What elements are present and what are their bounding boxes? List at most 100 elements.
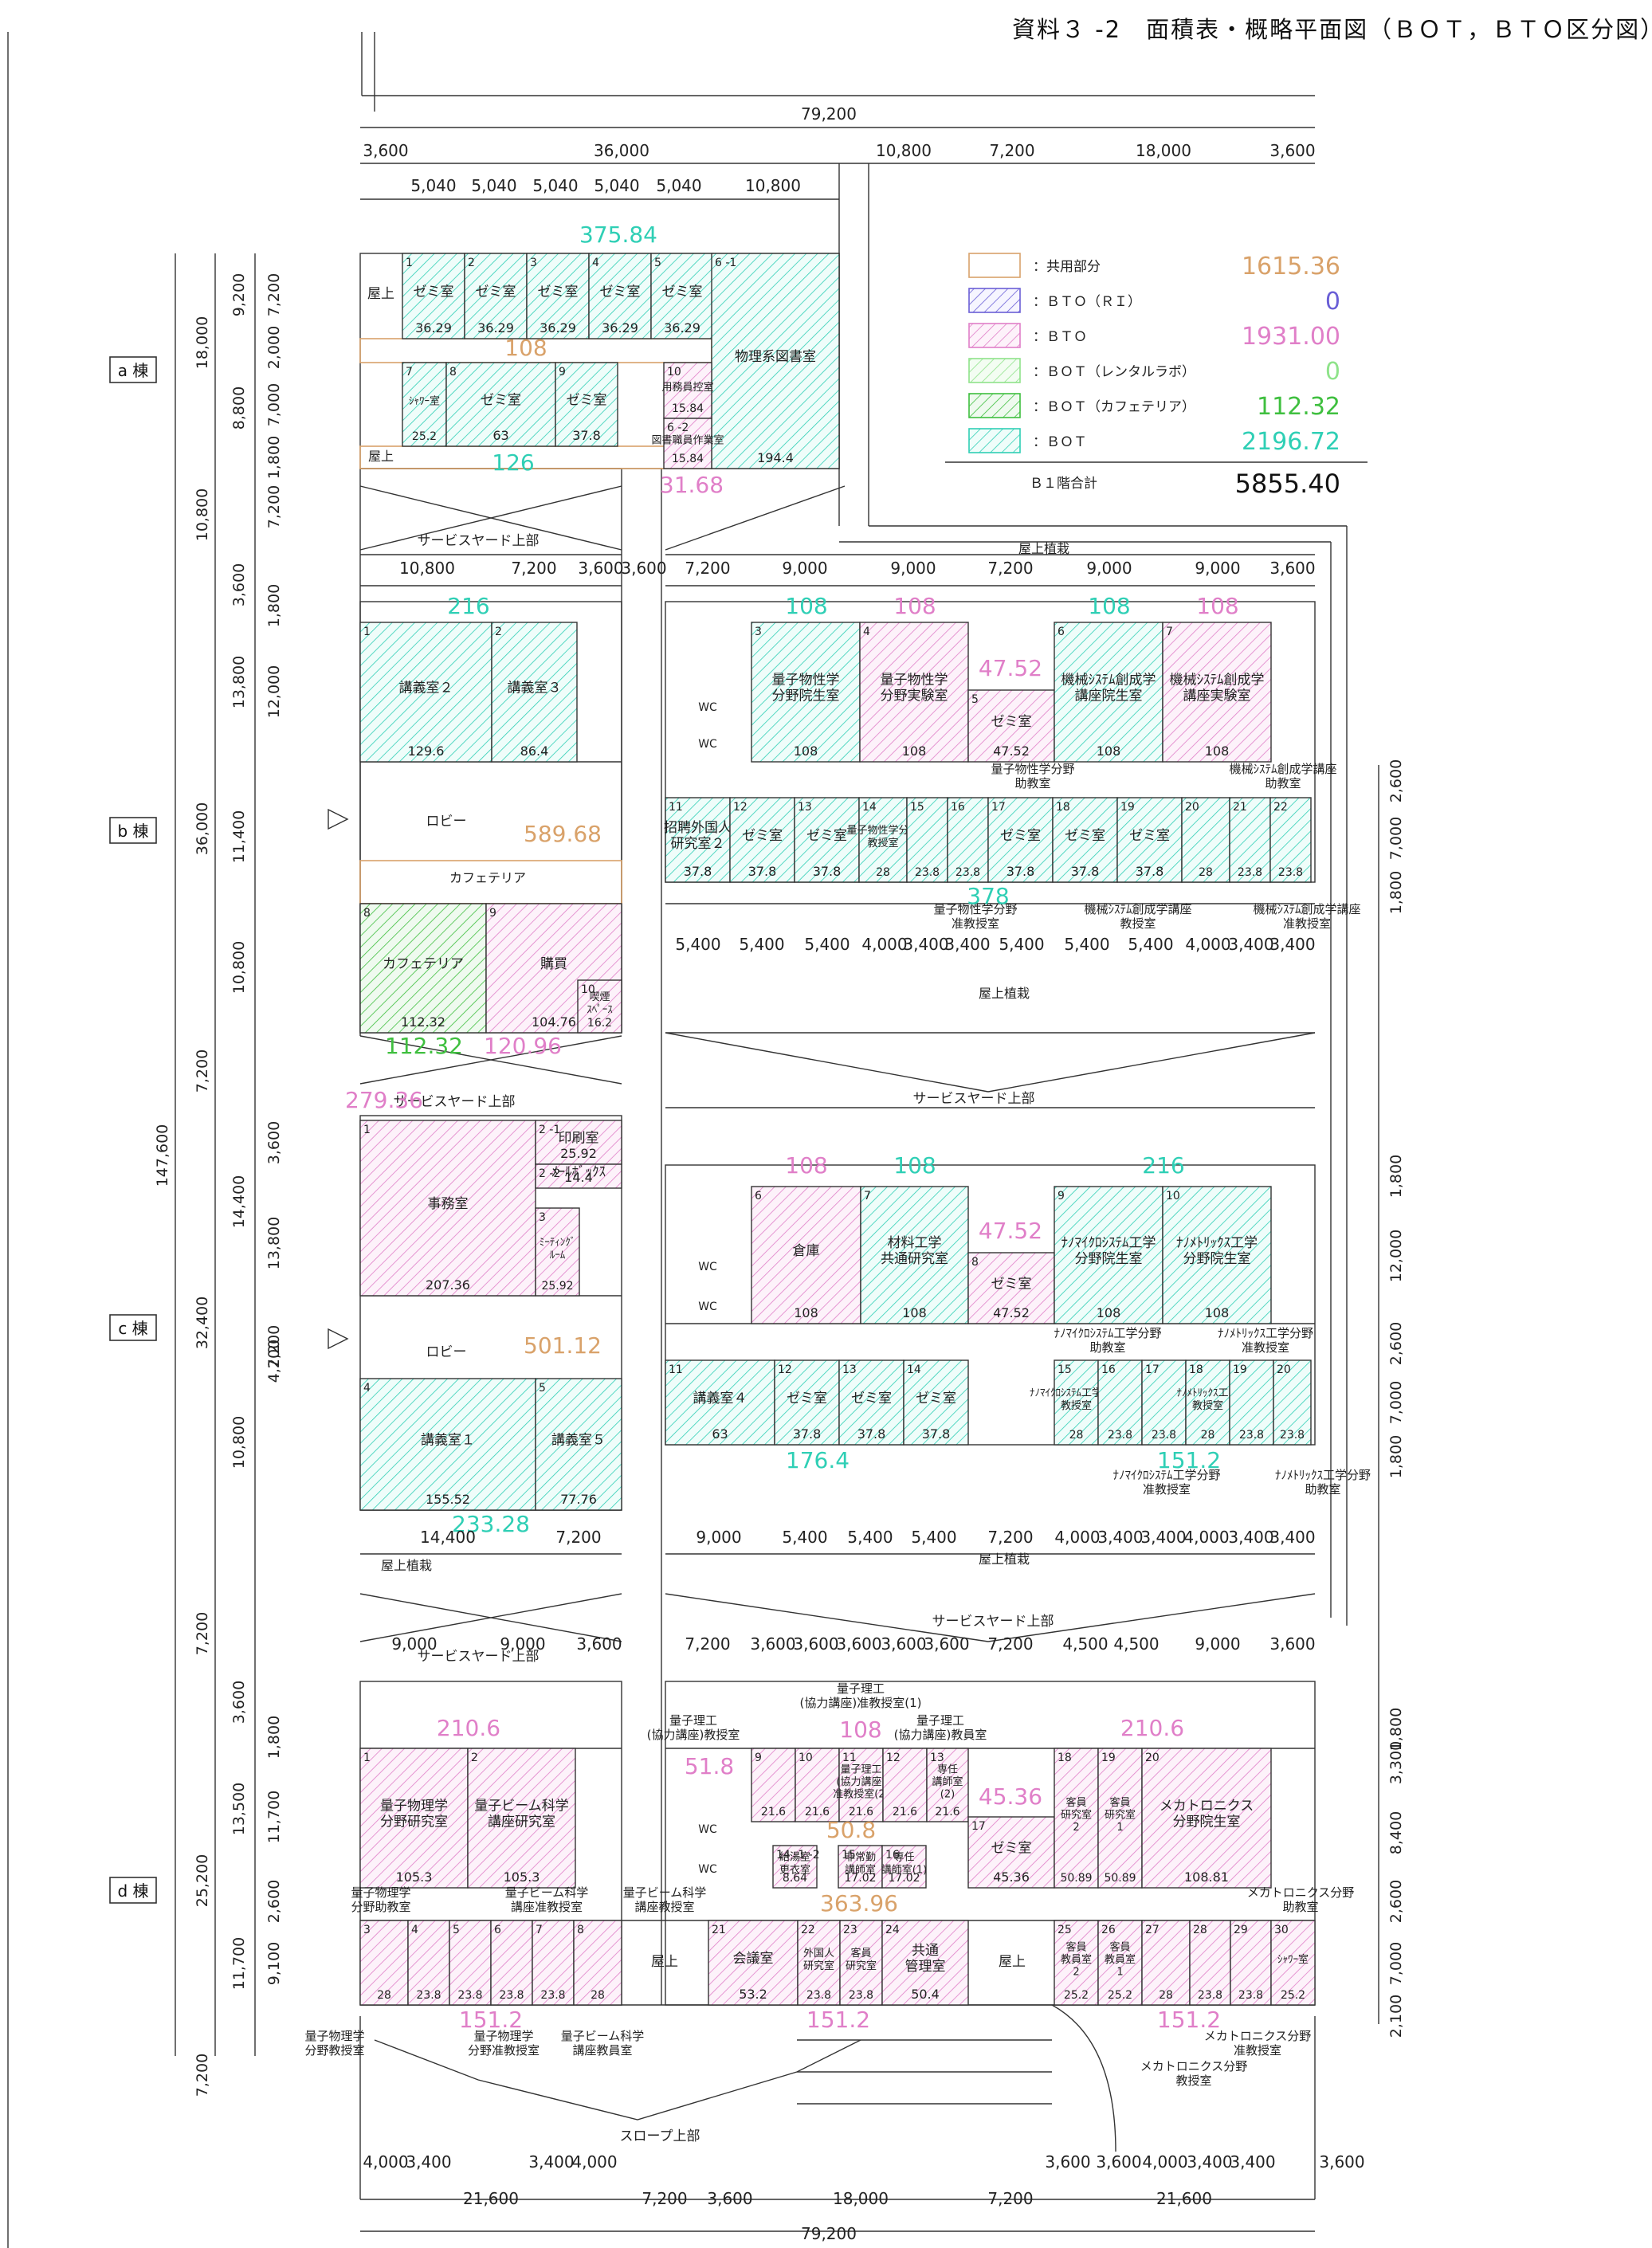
room-area-value: 36.29 (602, 320, 638, 335)
dimension-label: 2,600 (1387, 1322, 1405, 1365)
room-name: ゼミ室 (538, 284, 579, 300)
room: 623.8 (490, 1920, 533, 2006)
room-area-value: 36.29 (540, 320, 576, 335)
plan-label: サービスヤード上部 (913, 1091, 1035, 1107)
area-total: 176.4 (786, 1447, 850, 1473)
dimension-label: 8,800 (230, 386, 248, 430)
room-area (402, 362, 447, 447)
room-number: 12 (733, 801, 748, 814)
dimension-label: 5,400 (739, 935, 784, 954)
plan-label: ロビー (426, 1344, 467, 1360)
room-area (407, 1920, 450, 2006)
dimension-label: 9,000 (890, 559, 936, 578)
plan-label: ﾅﾉﾒﾄﾘｯｸｽ工学分野助教室 (1275, 1468, 1371, 1497)
room-area (838, 1359, 904, 1446)
dimension-label: 10,800 (876, 141, 932, 160)
area-total: 378 (967, 883, 1009, 909)
legend-label: ：ＢＯＴ（カフェテリア） (1033, 399, 1195, 415)
dimension-label: 3,400 (1230, 2152, 1275, 2171)
plan-label: サービスヤード上部 (394, 1094, 516, 1110)
room-area-value: 36.29 (415, 320, 452, 335)
room-area (359, 1378, 536, 1511)
room-name: 量子物性学分野教授室 (846, 824, 919, 849)
dimension-label: 21,600 (463, 2189, 519, 2208)
wing-tag (109, 1314, 157, 1341)
room-name: ゼミ室 (600, 284, 641, 300)
room-area-value: 28 (1159, 1989, 1173, 2002)
room-number: 18 (1189, 1363, 1203, 1376)
room-name: 印刷室 (559, 1131, 599, 1147)
room-name: ゼミ室 (1065, 828, 1105, 844)
room-area-value: 28 (1069, 1429, 1084, 1442)
dimension-label: 32,400 (194, 1297, 211, 1349)
plan-label: 機械ｼｽﾃﾑ創成学講座助教室 (1229, 762, 1336, 791)
plan-label: 屋上植栽 (1018, 541, 1069, 556)
dimension-label: 5,040 (471, 176, 516, 195)
room-area-value: 23.8 (499, 1989, 524, 2002)
area-total: 108 (839, 1716, 881, 1743)
room-name: ゼミ室 (991, 1277, 1032, 1293)
area-total: 216 (447, 593, 489, 619)
dimension-label: 3,600 (363, 141, 408, 160)
room-area (1229, 797, 1271, 883)
room-area (445, 362, 556, 447)
room-area-value: 77.76 (560, 1492, 597, 1507)
plan-label: 量子ビーム科学講座教授室 (623, 1885, 707, 1914)
dimension-label: 3,600 (881, 1634, 926, 1654)
room-area-value: 63 (712, 1426, 728, 1442)
dimension-label: 79,200 (801, 2224, 857, 2243)
room-area-value: 8.64 (783, 1872, 807, 1885)
area-total: 120.96 (484, 1033, 562, 1059)
room-area-value: 108 (794, 743, 818, 759)
room-name: 講義室１ (421, 1433, 475, 1449)
room-number: 29 (1234, 1924, 1248, 1936)
dimension-label: 3,600 (576, 1634, 622, 1654)
room-name: 量子物性学分野院生室 (772, 672, 840, 704)
room-area-value: 37.8 (748, 864, 777, 879)
dimension-label: 5,400 (911, 1528, 956, 1547)
dimension-label: 10,800 (745, 176, 801, 195)
plan-label: 屋上植栽 (381, 1558, 432, 1573)
room-area (1189, 1920, 1231, 2006)
room-number: 5 (453, 1924, 460, 1936)
area-total: 210.6 (437, 1715, 500, 1741)
wing-tag (109, 1877, 157, 1904)
room-number: 10 (581, 983, 595, 996)
room-name: 招聘外国人研究室２ (664, 820, 732, 852)
room-area-value: 37.8 (1136, 864, 1164, 879)
room-name: 共通管理室 (905, 1943, 946, 1975)
room-area-value: 23.8 (1239, 1429, 1264, 1442)
room-area (1269, 797, 1312, 883)
room-number: 2 (495, 626, 502, 638)
dimension-label: 7,200 (685, 559, 730, 578)
room-number: 28 (1193, 1924, 1207, 1936)
dimension-label: 5,400 (782, 1528, 827, 1547)
plan-label: 屋上 (367, 286, 394, 302)
plan-label: 屋上 (999, 1954, 1026, 1970)
dimension-label: 3,600 (1096, 2152, 1141, 2171)
wing-tag-label: d 棟 (117, 1881, 148, 1901)
plan-label: 屋上植栽 (979, 1552, 1030, 1567)
room-name: メカトロニクス分野院生室 (1160, 1798, 1254, 1830)
room-area-value: 25.2 (1064, 1989, 1089, 2002)
area-total: 31.68 (660, 472, 724, 498)
dimension-label: 1,800 (265, 584, 283, 627)
legend-label: ：共用部分 (1033, 259, 1101, 275)
area-total: 112.32 (385, 1033, 463, 1059)
plan-label: 屋上 (651, 1954, 678, 1970)
room-number: 14 (907, 1363, 921, 1376)
area-total: 108 (504, 335, 547, 361)
dimension-label: 7,200 (987, 559, 1033, 578)
room-number: 8 (971, 1256, 979, 1269)
legend-value: 0 (1325, 358, 1340, 386)
room-area-value: 50.89 (1060, 1872, 1092, 1885)
